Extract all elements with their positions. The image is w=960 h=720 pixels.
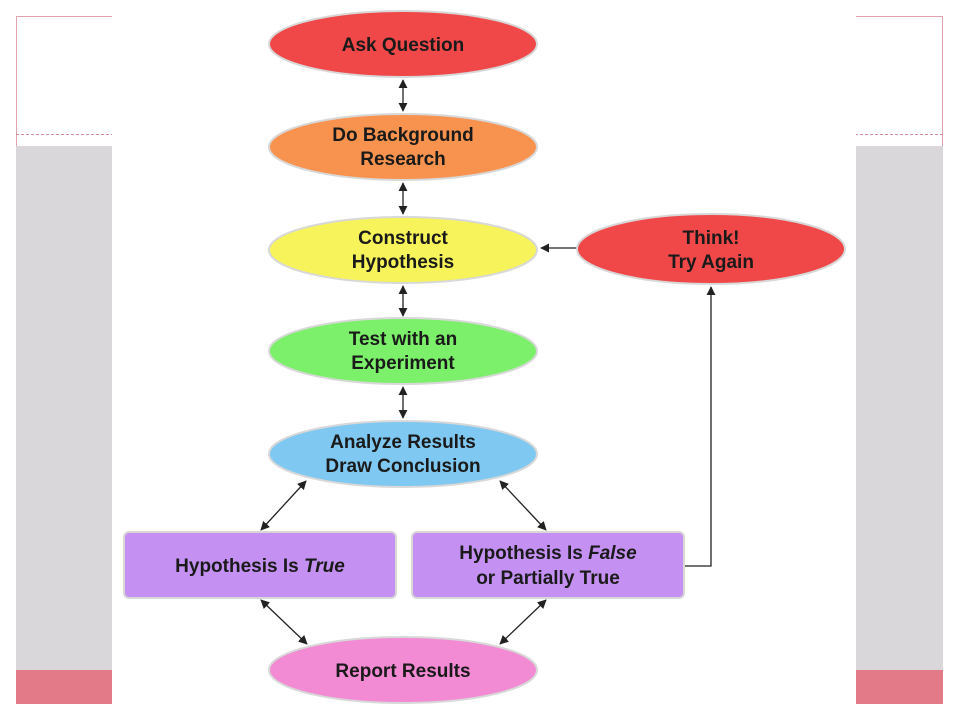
think-try-again-shape: [576, 213, 846, 285]
analyze-results-line1: Analyze Results: [330, 432, 476, 453]
hypothesis-true-shape: [123, 531, 397, 599]
node-hypothesis-false: Hypothesis Is False or Partially True: [411, 531, 685, 599]
node-background-research: Do Background Research: [268, 113, 538, 181]
hypothesis-false-emphasis: False: [588, 543, 637, 564]
hypothesis-true-label: Hypothesis Is True: [175, 556, 345, 577]
report-results-label: Report Results: [335, 661, 470, 682]
hypothesis-false-line1: Hypothesis Is False: [459, 543, 637, 564]
hypothesis-false-shape: [411, 531, 685, 599]
connector-arrows: [260, 79, 716, 645]
node-test-experiment: Test with an Experiment: [268, 317, 538, 385]
node-hypothesis-true: Hypothesis Is True: [123, 531, 397, 599]
analyze-results-shape: [268, 420, 538, 488]
report-results-shape: [268, 636, 538, 704]
construct-hypothesis-line2: Hypothesis: [352, 252, 454, 273]
node-ask-question: Ask Question: [268, 10, 538, 78]
node-report-results: Report Results: [268, 636, 538, 704]
background-research-shape: [268, 113, 538, 181]
hypothesis-false-line2: or Partially True: [476, 568, 620, 589]
ask-question-shape: [268, 10, 538, 78]
arrow-true-report: [260, 599, 308, 645]
background-research-line2: Research: [360, 149, 446, 170]
test-experiment-line2: Experiment: [351, 353, 455, 374]
arrow-false-think: [684, 286, 716, 567]
analyze-results-line2: Draw Conclusion: [325, 456, 480, 477]
think-try-again-line2: Try Again: [668, 252, 754, 273]
arrow-analyze-false: [499, 480, 547, 531]
ask-question-label: Ask Question: [342, 35, 464, 56]
test-experiment-line1: Test with an: [349, 329, 457, 350]
construct-hypothesis-shape: [268, 216, 538, 284]
background-research-line1: Do Background: [332, 125, 473, 146]
think-try-again-line1: Think!: [683, 228, 740, 249]
test-experiment-shape: [268, 317, 538, 385]
node-think-try-again: Think! Try Again: [576, 213, 846, 285]
node-construct-hypothesis: Construct Hypothesis: [268, 216, 538, 284]
arrow-analyze-true: [260, 480, 307, 531]
hypothesis-true-emphasis: True: [304, 556, 345, 577]
construct-hypothesis-line1: Construct: [358, 228, 448, 249]
arrow-false-report: [499, 599, 547, 645]
node-analyze-results: Analyze Results Draw Conclusion: [268, 420, 538, 488]
